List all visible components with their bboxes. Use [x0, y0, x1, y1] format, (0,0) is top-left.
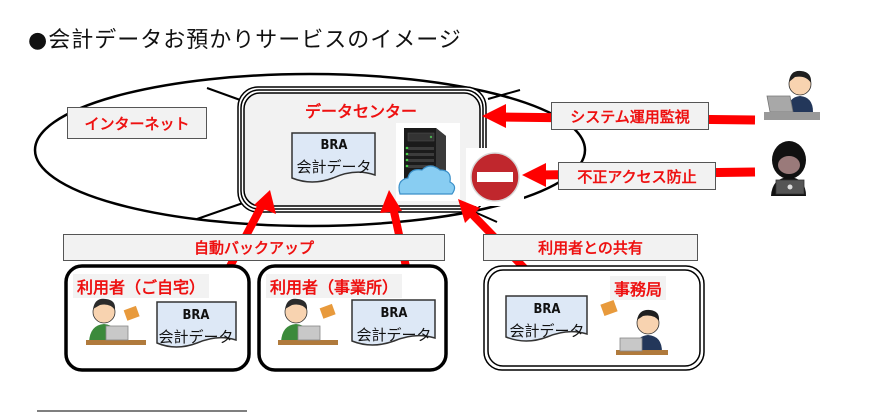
no-entry-icon [466, 148, 524, 206]
sharing-label: 利用者との共有 [483, 234, 698, 261]
office-user-person-icon [278, 298, 338, 345]
operator-person-icon [764, 70, 820, 120]
protection-label: 不正アクセス防止 [558, 162, 716, 190]
monitoring-label: システム運用監視 [551, 102, 709, 130]
datacenter-document-shape [291, 132, 376, 183]
room-office-label: 利用者（事業所） [266, 274, 403, 298]
room-home-document-shape [156, 301, 237, 348]
document-title: BRA [182, 308, 210, 323]
room-secretariat-document-shape [505, 295, 588, 342]
backup-label-text: 自動バックアップ [193, 239, 314, 257]
document-subtitle: 会計データ [356, 326, 432, 344]
datacenter-document: BRA 会計データ [292, 132, 376, 186]
hacker-person-icon [771, 141, 806, 196]
internet-label-text: インターネット [84, 114, 190, 133]
sharing-label-text: 利用者との共有 [538, 239, 643, 257]
document-title: BRA [320, 138, 348, 153]
document-title: BRA [380, 306, 408, 321]
document-subtitle: 会計データ [509, 322, 585, 340]
room-office-document: BRA 会計データ [352, 300, 436, 354]
server-cloud-icon [396, 123, 460, 201]
document-subtitle: 会計データ [296, 158, 372, 176]
internet-label: インターネット [67, 107, 207, 139]
room-home-label: 利用者（ご自宅） [73, 274, 210, 298]
home-user-person-icon [86, 298, 146, 345]
datacenter-label: データセンター [305, 102, 418, 121]
backup-label: 自動バックアップ [63, 234, 445, 261]
secretariat-staff-person-icon [600, 299, 668, 355]
room-office-document-shape [351, 299, 436, 346]
room-secretariat-document: BRA 会計データ [505, 296, 589, 350]
document-subtitle: 会計データ [158, 328, 234, 346]
room-home-document: BRA 会計データ [155, 302, 237, 356]
protection-label-text: 不正アクセス防止 [577, 167, 697, 186]
page-title: ●会計データお預かりサービスのイメージ [28, 28, 462, 53]
monitoring-label-text: システム運用監視 [570, 107, 690, 126]
document-title: BRA [533, 302, 561, 317]
room-secretariat-label: 事務局 [610, 276, 667, 300]
